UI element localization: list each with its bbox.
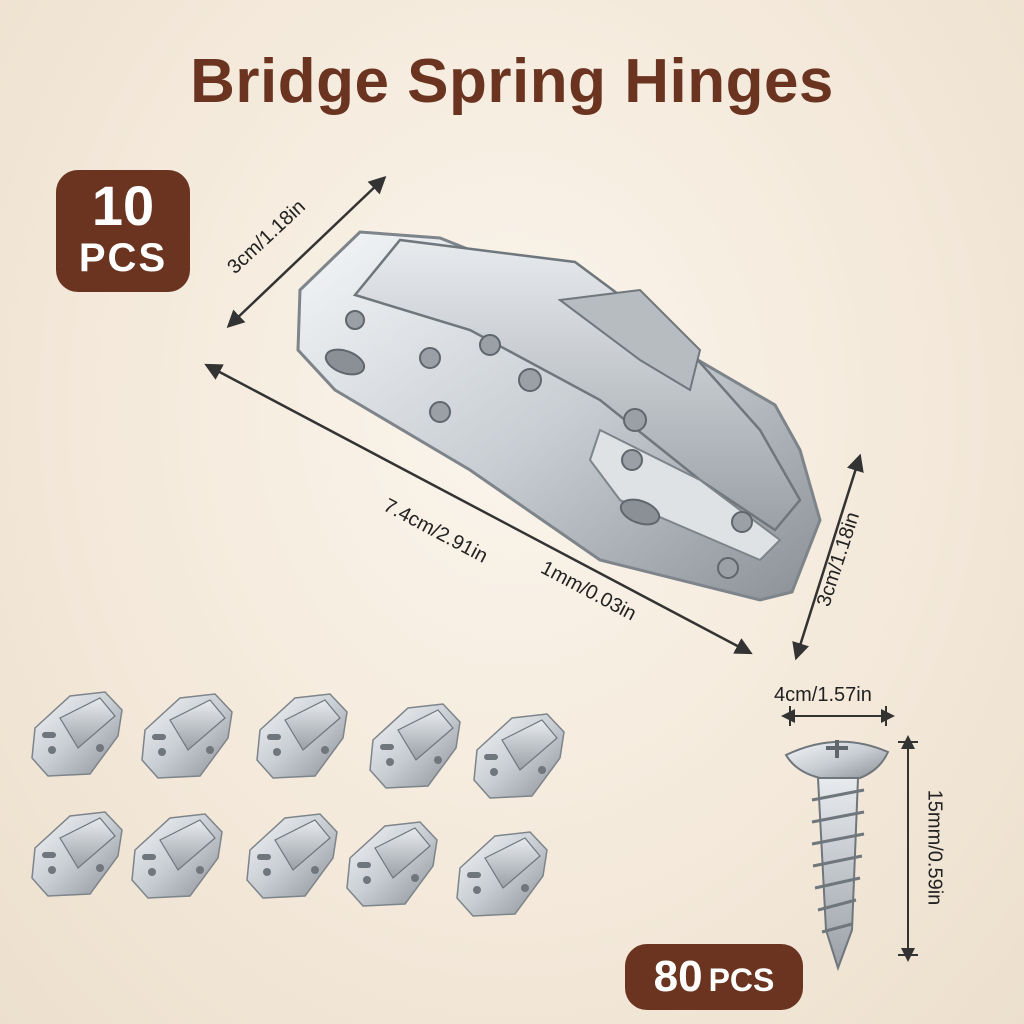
hinge-width-top-arrow bbox=[226, 175, 387, 329]
hinge-count-badge: 10 PCS bbox=[56, 170, 190, 292]
small-hinge bbox=[141, 693, 233, 779]
page-title: Bridge Spring Hinges bbox=[190, 47, 834, 116]
small-hinges-group bbox=[31, 691, 565, 917]
hinge-length-arrow bbox=[204, 363, 753, 655]
hinge-count-number: 10 bbox=[91, 174, 155, 237]
small-hinge bbox=[256, 693, 348, 779]
small-hinge bbox=[31, 811, 123, 897]
screw-length-label: 15mm/0.59in bbox=[923, 789, 946, 906]
screw-head-label: 4cm/1.57in bbox=[774, 684, 872, 706]
main-hinge-image bbox=[296, 230, 822, 602]
screw-count-number: 80 bbox=[653, 952, 703, 1001]
screw-count-unit: PCS bbox=[708, 962, 775, 998]
small-hinge bbox=[246, 813, 338, 899]
screw-image bbox=[784, 740, 890, 972]
small-hinge bbox=[346, 821, 438, 907]
small-hinge bbox=[473, 713, 565, 799]
small-hinge bbox=[369, 703, 461, 789]
hinge-width-side-arrow bbox=[792, 453, 864, 661]
small-hinge bbox=[31, 691, 123, 777]
small-hinge bbox=[456, 831, 548, 917]
hinge-count-unit: PCS bbox=[78, 236, 168, 280]
small-hinge bbox=[131, 813, 223, 899]
